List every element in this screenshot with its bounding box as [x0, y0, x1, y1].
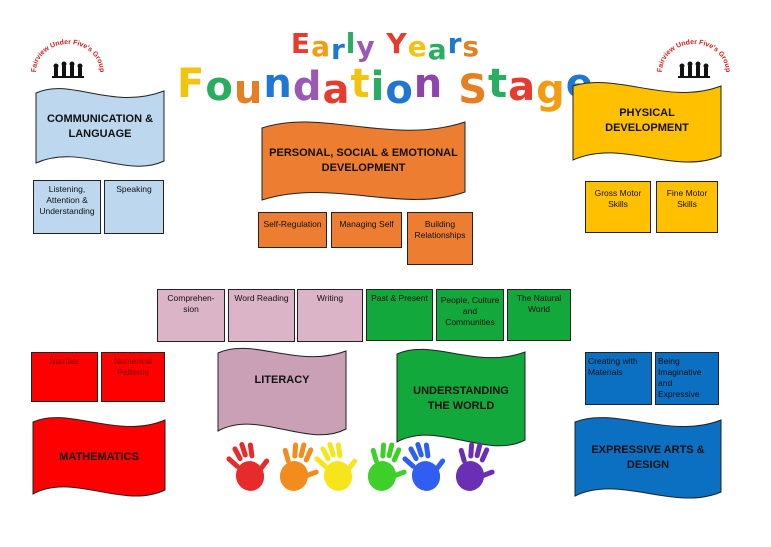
item-word-reading: Word Reading: [228, 289, 295, 342]
group-logo-right: Fairview Under Five's Group: [654, 36, 734, 86]
area-label: EXPRESSIVE ARTS & DESIGN: [591, 444, 705, 471]
group-logo-left: Fairview Under Five's Group: [28, 36, 108, 86]
handprint: [402, 441, 446, 491]
item-speaking: Speaking: [104, 180, 164, 234]
area-physical-development: PHYSICAL DEVELOPMENT: [572, 80, 722, 166]
item-listening: Listening, Attention & Understanding: [33, 180, 101, 234]
item-gross-motor: Gross Motor Skills: [585, 181, 651, 233]
area-label: UNDERSTANDING THE WORLD: [413, 385, 509, 412]
area-communication-language: COMMUNICATION & LANGUAGE: [35, 85, 165, 169]
area-understanding-world: UNDERSTANDING THE WORLD: [396, 346, 526, 452]
title-line-1: Early Years: [0, 27, 771, 66]
logo-text: Fairview Under Five's Group: [31, 39, 105, 73]
area-label: MATHEMATICS: [59, 450, 139, 463]
handprint: [226, 441, 270, 491]
handprint: [279, 442, 319, 491]
area-expressive-arts: EXPRESSIVE ARTS & DESIGN: [574, 414, 722, 502]
item-writing: Writing: [297, 289, 363, 342]
area-label: LITERACY: [254, 374, 310, 386]
item-natural-world: The Natural World: [507, 289, 571, 341]
item-numerical-patterns: Numerical Patterns: [101, 352, 165, 402]
item-managing-self: Managing Self: [331, 212, 402, 248]
item-fine-motor: Fine Motor Skills: [656, 181, 718, 233]
title-foundation-stage: Foundation Stage: [177, 61, 593, 113]
svg-text:Fairview Under Five's Group: Fairview Under Five's Group: [657, 39, 731, 73]
area-label: PHYSICAL DEVELOPMENT: [605, 107, 689, 134]
item-building-relationships: Building Relationships: [407, 212, 473, 265]
item-past-present: Past & Present: [366, 289, 433, 341]
area-label: COMMUNICATION & LANGUAGE: [46, 113, 154, 140]
item-self-regulation: Self-Regulation: [258, 212, 327, 248]
item-creating-materials: Creating with Materials: [585, 352, 652, 405]
area-literacy: LITERACY: [217, 345, 347, 439]
item-number: Number: [31, 352, 98, 402]
title-early-years: Early Years: [290, 27, 481, 66]
handprint: [455, 442, 495, 491]
logo-text: Fairview Under Five's Group: [657, 39, 731, 73]
title-line-2: Foundation Stage: [0, 61, 771, 113]
area-label: PERSONAL, SOCIAL & EMOTIONAL DEVELOPMENT: [269, 147, 458, 174]
item-people-culture: People, Culture and Communities: [436, 289, 504, 341]
area-psed: PERSONAL, SOCIAL & EMOTIONAL DEVELOPMENT: [261, 118, 466, 204]
item-being-imaginative: Being Imaginative and Expressive: [655, 352, 719, 405]
svg-text:Fairview Under Five's Group: Fairview Under Five's Group: [31, 39, 105, 73]
area-mathematics: MATHEMATICS: [32, 414, 166, 500]
handprint: [314, 441, 358, 491]
handprint: [367, 442, 407, 491]
handprints: [226, 441, 495, 491]
item-comprehension: Comprehen- sion: [157, 289, 225, 342]
